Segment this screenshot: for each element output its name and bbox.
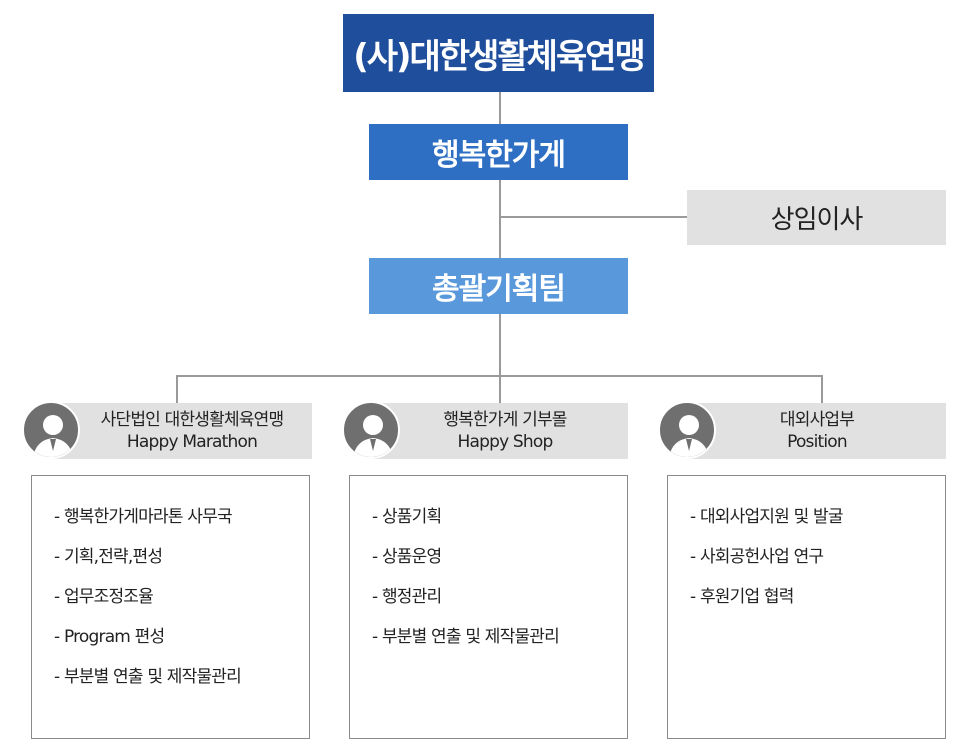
list-item: - Program 편성 — [54, 627, 165, 647]
list-item: - 대외사업지원 및 발굴 — [690, 507, 844, 527]
org-level3-label: 총괄기획팀 — [432, 272, 566, 307]
connector-level2-to-level3 — [499, 180, 501, 258]
connector-drop-left — [176, 375, 178, 403]
connector-drop-right — [821, 375, 823, 403]
org-top-box: (사)대한생활체육연맹 — [343, 14, 654, 92]
dept-2-line1: 행복한가게 기부몰 — [443, 410, 567, 430]
list-item: - 업무조정조율 — [54, 587, 154, 607]
list-item: - 상품운영 — [372, 547, 442, 567]
dept-1-line2: Happy Marathon — [126, 432, 258, 452]
list-item: - 사회공헌사업 연구 — [690, 547, 824, 567]
list-item: - 상품기획 — [372, 507, 442, 527]
connector-drop-middle — [499, 375, 501, 403]
dept-list-2: - 상품기획 - 상품운영 - 행정관리 - 부분별 연출 및 제작물관리 — [349, 475, 628, 739]
dept-2-line2: Happy Shop — [457, 432, 553, 452]
list-item: - 기획,전략,편성 — [54, 547, 163, 567]
org-top-label: (사)대한생활체육연맹 — [353, 36, 646, 77]
dept-3-line1: 대외사업부 — [779, 410, 855, 430]
dept-list-1: - 행복한가게마라톤 사무국 - 기획,전략,편성 - 업무조정조율 - Pro… — [31, 475, 310, 739]
connector-to-side — [500, 216, 687, 218]
dept-list-3: - 대외사업지원 및 발굴 - 사회공헌사업 연구 - 후원기업 협력 — [667, 475, 946, 739]
person-icon — [22, 401, 80, 459]
org-level2-label: 행복한가게 — [432, 138, 566, 173]
list-item: - 후원기업 협력 — [690, 587, 794, 607]
dept-1-line1: 사단법인 대한생활체육연맹 — [100, 410, 284, 430]
dept-header-1: 사단법인 대한생활체육연맹 Happy Marathon — [52, 403, 312, 459]
list-item: - 부분별 연출 및 제작물관리 — [372, 627, 560, 647]
person-icon — [658, 401, 716, 459]
list-item: - 행정관리 — [372, 587, 442, 607]
connector-top-to-level2 — [499, 92, 501, 124]
org-side-label: 상임이사 — [770, 205, 864, 235]
org-level2-box: 행복한가게 — [369, 124, 628, 180]
dept-header-2: 행복한가게 기부몰 Happy Shop — [372, 403, 628, 459]
org-level3-box: 총괄기획팀 — [369, 258, 628, 314]
connector-level3-down — [499, 314, 501, 376]
person-icon — [342, 401, 400, 459]
org-side-box: 상임이사 — [687, 190, 946, 245]
dept-header-3: 대외사업부 Position — [688, 403, 946, 459]
list-item: - 부분별 연출 및 제작물관리 — [54, 667, 242, 687]
dept-3-line2: Position — [787, 432, 848, 452]
list-item: - 행복한가게마라톤 사무국 — [54, 507, 233, 527]
